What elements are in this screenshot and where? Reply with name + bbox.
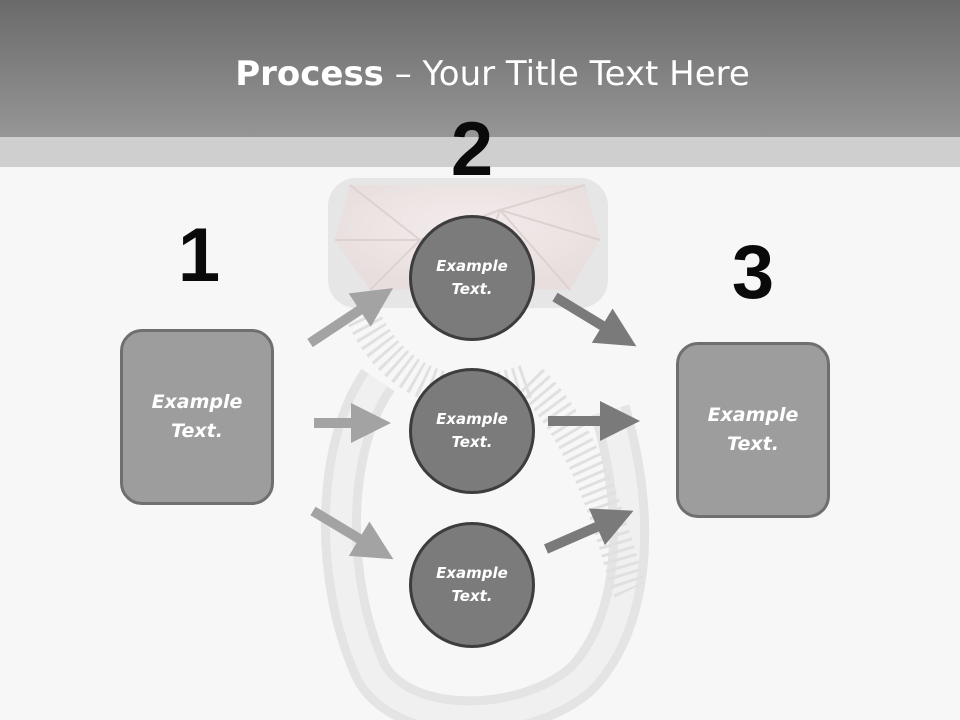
step-3-box-text: Example Text. xyxy=(707,404,799,455)
title-bold-part: Process xyxy=(235,54,384,94)
title-bar xyxy=(0,0,960,137)
arrow-circle-top-to-box3 xyxy=(552,292,637,347)
step-2-circle-bottom: Example Text. xyxy=(409,522,535,648)
step-number-3: 3 xyxy=(731,230,775,315)
arrow-box1-to-circle-top xyxy=(307,288,394,348)
title-rest-part: – Your Title Text Here xyxy=(383,54,750,94)
arrow-box1-to-circle-bottom xyxy=(310,506,394,560)
circle-middle-text: Example Text. xyxy=(436,410,508,451)
step-number-1: 1 xyxy=(177,213,221,298)
slide-title: Process – Your Title Text Here xyxy=(0,52,960,96)
step-number-2: 2 xyxy=(450,107,494,192)
arrow-circle-bottom-to-box3 xyxy=(543,508,634,554)
circle-bottom-text: Example Text. xyxy=(436,564,508,605)
step-2-circle-middle: Example Text. xyxy=(409,368,535,494)
step-2-circle-top: Example Text. xyxy=(409,215,535,341)
title-underline-band xyxy=(0,137,960,167)
circle-top-text: Example Text. xyxy=(436,257,508,298)
ring-illustration xyxy=(321,178,650,720)
step-1-box: Example Text. xyxy=(120,329,274,505)
step-1-box-text: Example Text. xyxy=(151,391,243,442)
step-3-box: Example Text. xyxy=(676,342,830,518)
